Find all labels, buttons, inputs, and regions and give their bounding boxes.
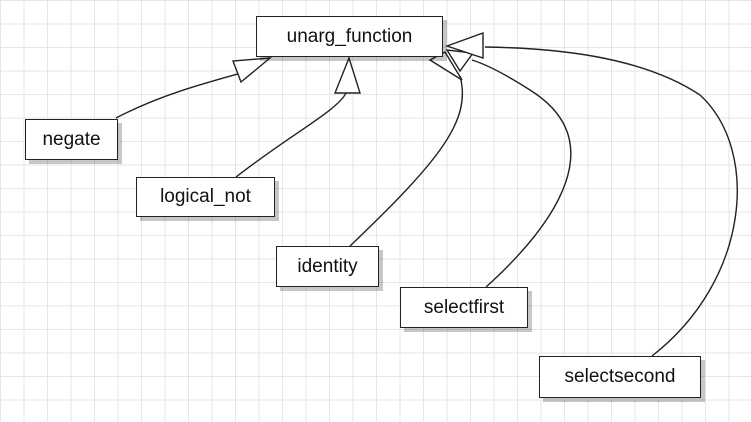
edge-negate-to-unarg-function	[115, 71, 246, 119]
identity-class-box[interactable]: identity	[276, 246, 379, 287]
logical-not-class-box[interactable]: logical_not	[136, 177, 275, 217]
selectsecond-class-box[interactable]: selectsecond	[539, 356, 701, 398]
selectfirst-label: selectfirst	[423, 296, 505, 318]
unarg-function-class-box[interactable]: unarg_function	[256, 16, 443, 57]
identity-label: identity	[297, 255, 358, 277]
edge-identity-to-unarg-function	[349, 75, 464, 247]
arrowhead-selectsecond	[444, 32, 484, 59]
logical-not-label: logical_not	[160, 186, 251, 207]
selectfirst-class-box[interactable]: selectfirst	[400, 287, 528, 328]
edge-logical-not-to-unarg-function	[235, 92, 347, 178]
edge-selectfirst-to-unarg-function	[471, 59, 572, 288]
edge-selectsecond-to-unarg-function	[484, 46, 738, 357]
selectsecond-label: selectsecond	[564, 366, 676, 387]
negate-label: negate	[42, 128, 101, 150]
arrowhead-negate	[232, 57, 273, 84]
arrowhead-logical-not	[333, 55, 361, 94]
unarg-function-label: unarg_function	[286, 25, 413, 47]
arrowhead-selectfirst	[445, 49, 475, 73]
negate-class-box[interactable]: negate	[25, 119, 118, 160]
